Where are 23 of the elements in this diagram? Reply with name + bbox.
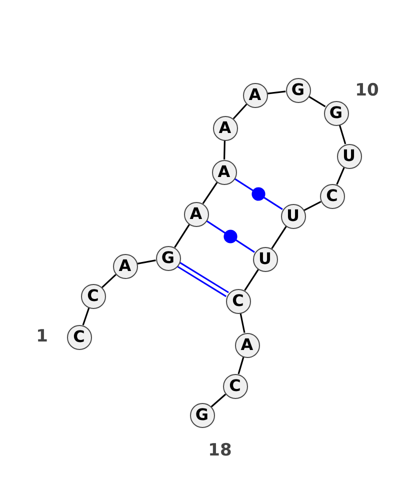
position-number: 1 <box>36 328 48 346</box>
position-number: 18 <box>208 442 232 460</box>
backbone-line <box>338 124 346 144</box>
base-pair-line <box>234 178 284 210</box>
backbone-line <box>271 226 287 249</box>
backbone-line <box>174 224 190 248</box>
backbone-line <box>267 90 286 94</box>
backbone-line <box>232 104 248 120</box>
backbone-line <box>202 182 218 204</box>
backbone-line <box>244 269 259 291</box>
backbone-line <box>304 201 322 211</box>
backbone-line <box>82 308 90 326</box>
backbone-line <box>210 394 226 408</box>
position-number: 10 <box>355 82 379 100</box>
backbone-line <box>336 167 345 185</box>
backbone-line <box>137 260 156 264</box>
backbone-line <box>102 274 116 288</box>
base-pair-line <box>206 220 256 253</box>
backbone-line <box>223 140 226 160</box>
backbone-line <box>238 356 244 374</box>
backbone-line <box>240 313 246 333</box>
backbone-line <box>308 96 326 108</box>
base-pair-line <box>176 262 230 298</box>
